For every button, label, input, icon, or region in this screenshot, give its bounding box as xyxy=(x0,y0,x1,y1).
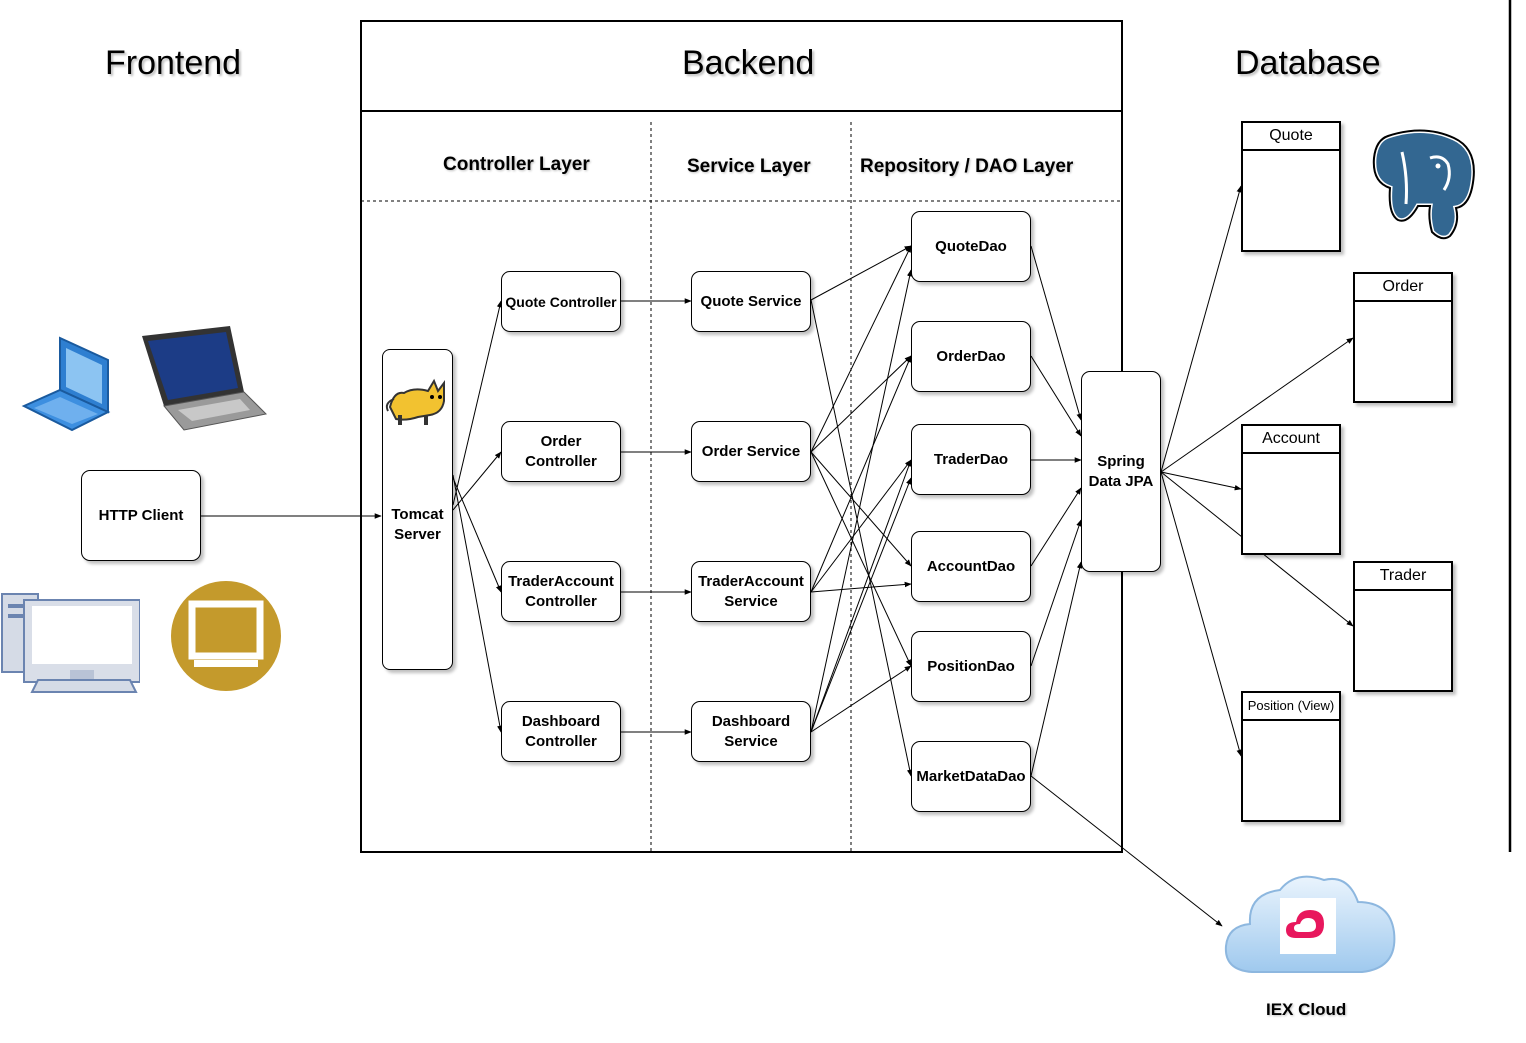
repository-layer-title: Repository / DAO Layer xyxy=(860,156,1074,177)
trader-table-header: Trader xyxy=(1355,563,1451,591)
position-view-table-header: Position (View) xyxy=(1243,693,1339,721)
order-table: Order xyxy=(1353,272,1453,403)
trader-table: Trader xyxy=(1353,561,1453,692)
order-table-header: Order xyxy=(1355,274,1451,302)
dashboard-service: Dashboard Service xyxy=(691,701,811,762)
traderaccount-controller: TraderAccount Controller xyxy=(501,561,621,622)
tomcat-server-label: Tomcat Server xyxy=(391,505,444,543)
iex-cloud-label: IEX Cloud xyxy=(1266,1000,1347,1019)
account-dao: AccountDao xyxy=(911,531,1031,602)
traderaccount-service: TraderAccount Service xyxy=(691,561,811,622)
order-service: Order Service xyxy=(691,421,811,482)
laptop-icon xyxy=(138,326,268,437)
frontend-title: Frontend xyxy=(105,44,242,82)
http-client: HTTP Client xyxy=(81,470,201,561)
dashboard-controller: Dashboard Controller xyxy=(501,701,621,762)
account-table-header: Account xyxy=(1243,426,1339,454)
tomcat-icon xyxy=(384,377,450,432)
controller-layer-title: Controller Layer xyxy=(443,154,590,175)
account-table: Account xyxy=(1241,424,1341,555)
quote-table-header: Quote xyxy=(1243,123,1339,151)
laptop-blue-icon xyxy=(20,332,116,437)
database-title: Database xyxy=(1235,44,1381,82)
trader-dao: TraderDao xyxy=(911,424,1031,495)
quote-service: Quote Service xyxy=(691,271,811,332)
order-dao: OrderDao xyxy=(911,321,1031,392)
position-view-table: Position (View) xyxy=(1241,691,1341,822)
order-controller: Order Controller xyxy=(501,421,621,482)
quote-dao: QuoteDao xyxy=(911,211,1031,282)
quote-controller: Quote Controller xyxy=(501,271,621,332)
monitor-badge-icon xyxy=(170,580,282,697)
quote-table: Quote xyxy=(1241,121,1341,252)
marketdata-dao: MarketDataDao xyxy=(911,741,1031,812)
iex-cloud-icon xyxy=(1222,868,1398,993)
service-layer-title: Service Layer xyxy=(687,156,811,177)
postgresql-elephant-icon xyxy=(1368,127,1482,249)
spring-data-jpa: Spring Data JPA xyxy=(1081,371,1161,572)
desktop-computer-icon xyxy=(0,588,141,701)
position-dao: PositionDao xyxy=(911,631,1031,702)
backend-title: Backend xyxy=(682,44,815,82)
